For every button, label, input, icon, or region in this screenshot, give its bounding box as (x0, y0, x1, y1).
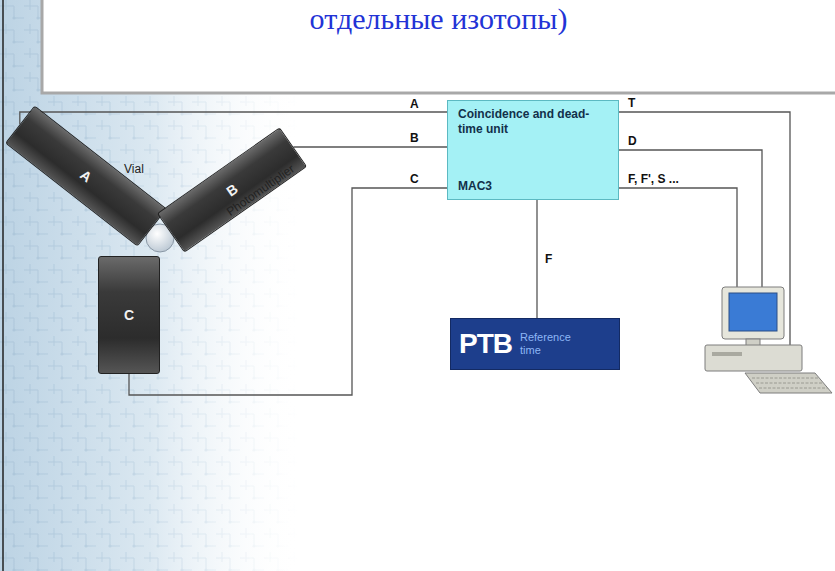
node-label: A (77, 167, 95, 186)
photomultiplier-tube: C (98, 256, 160, 374)
signal-name: D (628, 134, 637, 148)
signal-wire (619, 150, 762, 287)
frame-line (2, 0, 4, 571)
node-label: C (124, 307, 134, 323)
signal-name: T (628, 96, 635, 110)
node-sublabel: MAC3 (458, 179, 492, 193)
computer-icon (705, 287, 832, 393)
signal-wire (619, 188, 737, 287)
node-label: Coincidence and dead-time unit (458, 107, 610, 137)
node-sublabel: Reference time (520, 331, 580, 356)
node-label: PTB (459, 328, 512, 360)
signal-wire (293, 146, 447, 147)
signal-name: A (410, 97, 419, 111)
header-panel (42, 0, 835, 93)
signal-wire (536, 200, 537, 318)
signal-wire (20, 112, 447, 124)
signal-name: F (545, 252, 552, 266)
vial-label: Vial (124, 162, 144, 176)
slide-title: отдельные изотопы) (42, 2, 835, 36)
coincidence-unit: Coincidence and dead-time unitMAC3 (447, 100, 619, 200)
reference-time-box: PTB Reference time (450, 318, 620, 370)
signal-name: F, F', S ... (628, 172, 679, 186)
signal-wire (619, 112, 790, 345)
signal-name: C (410, 172, 419, 186)
signal-name: B (410, 131, 419, 145)
